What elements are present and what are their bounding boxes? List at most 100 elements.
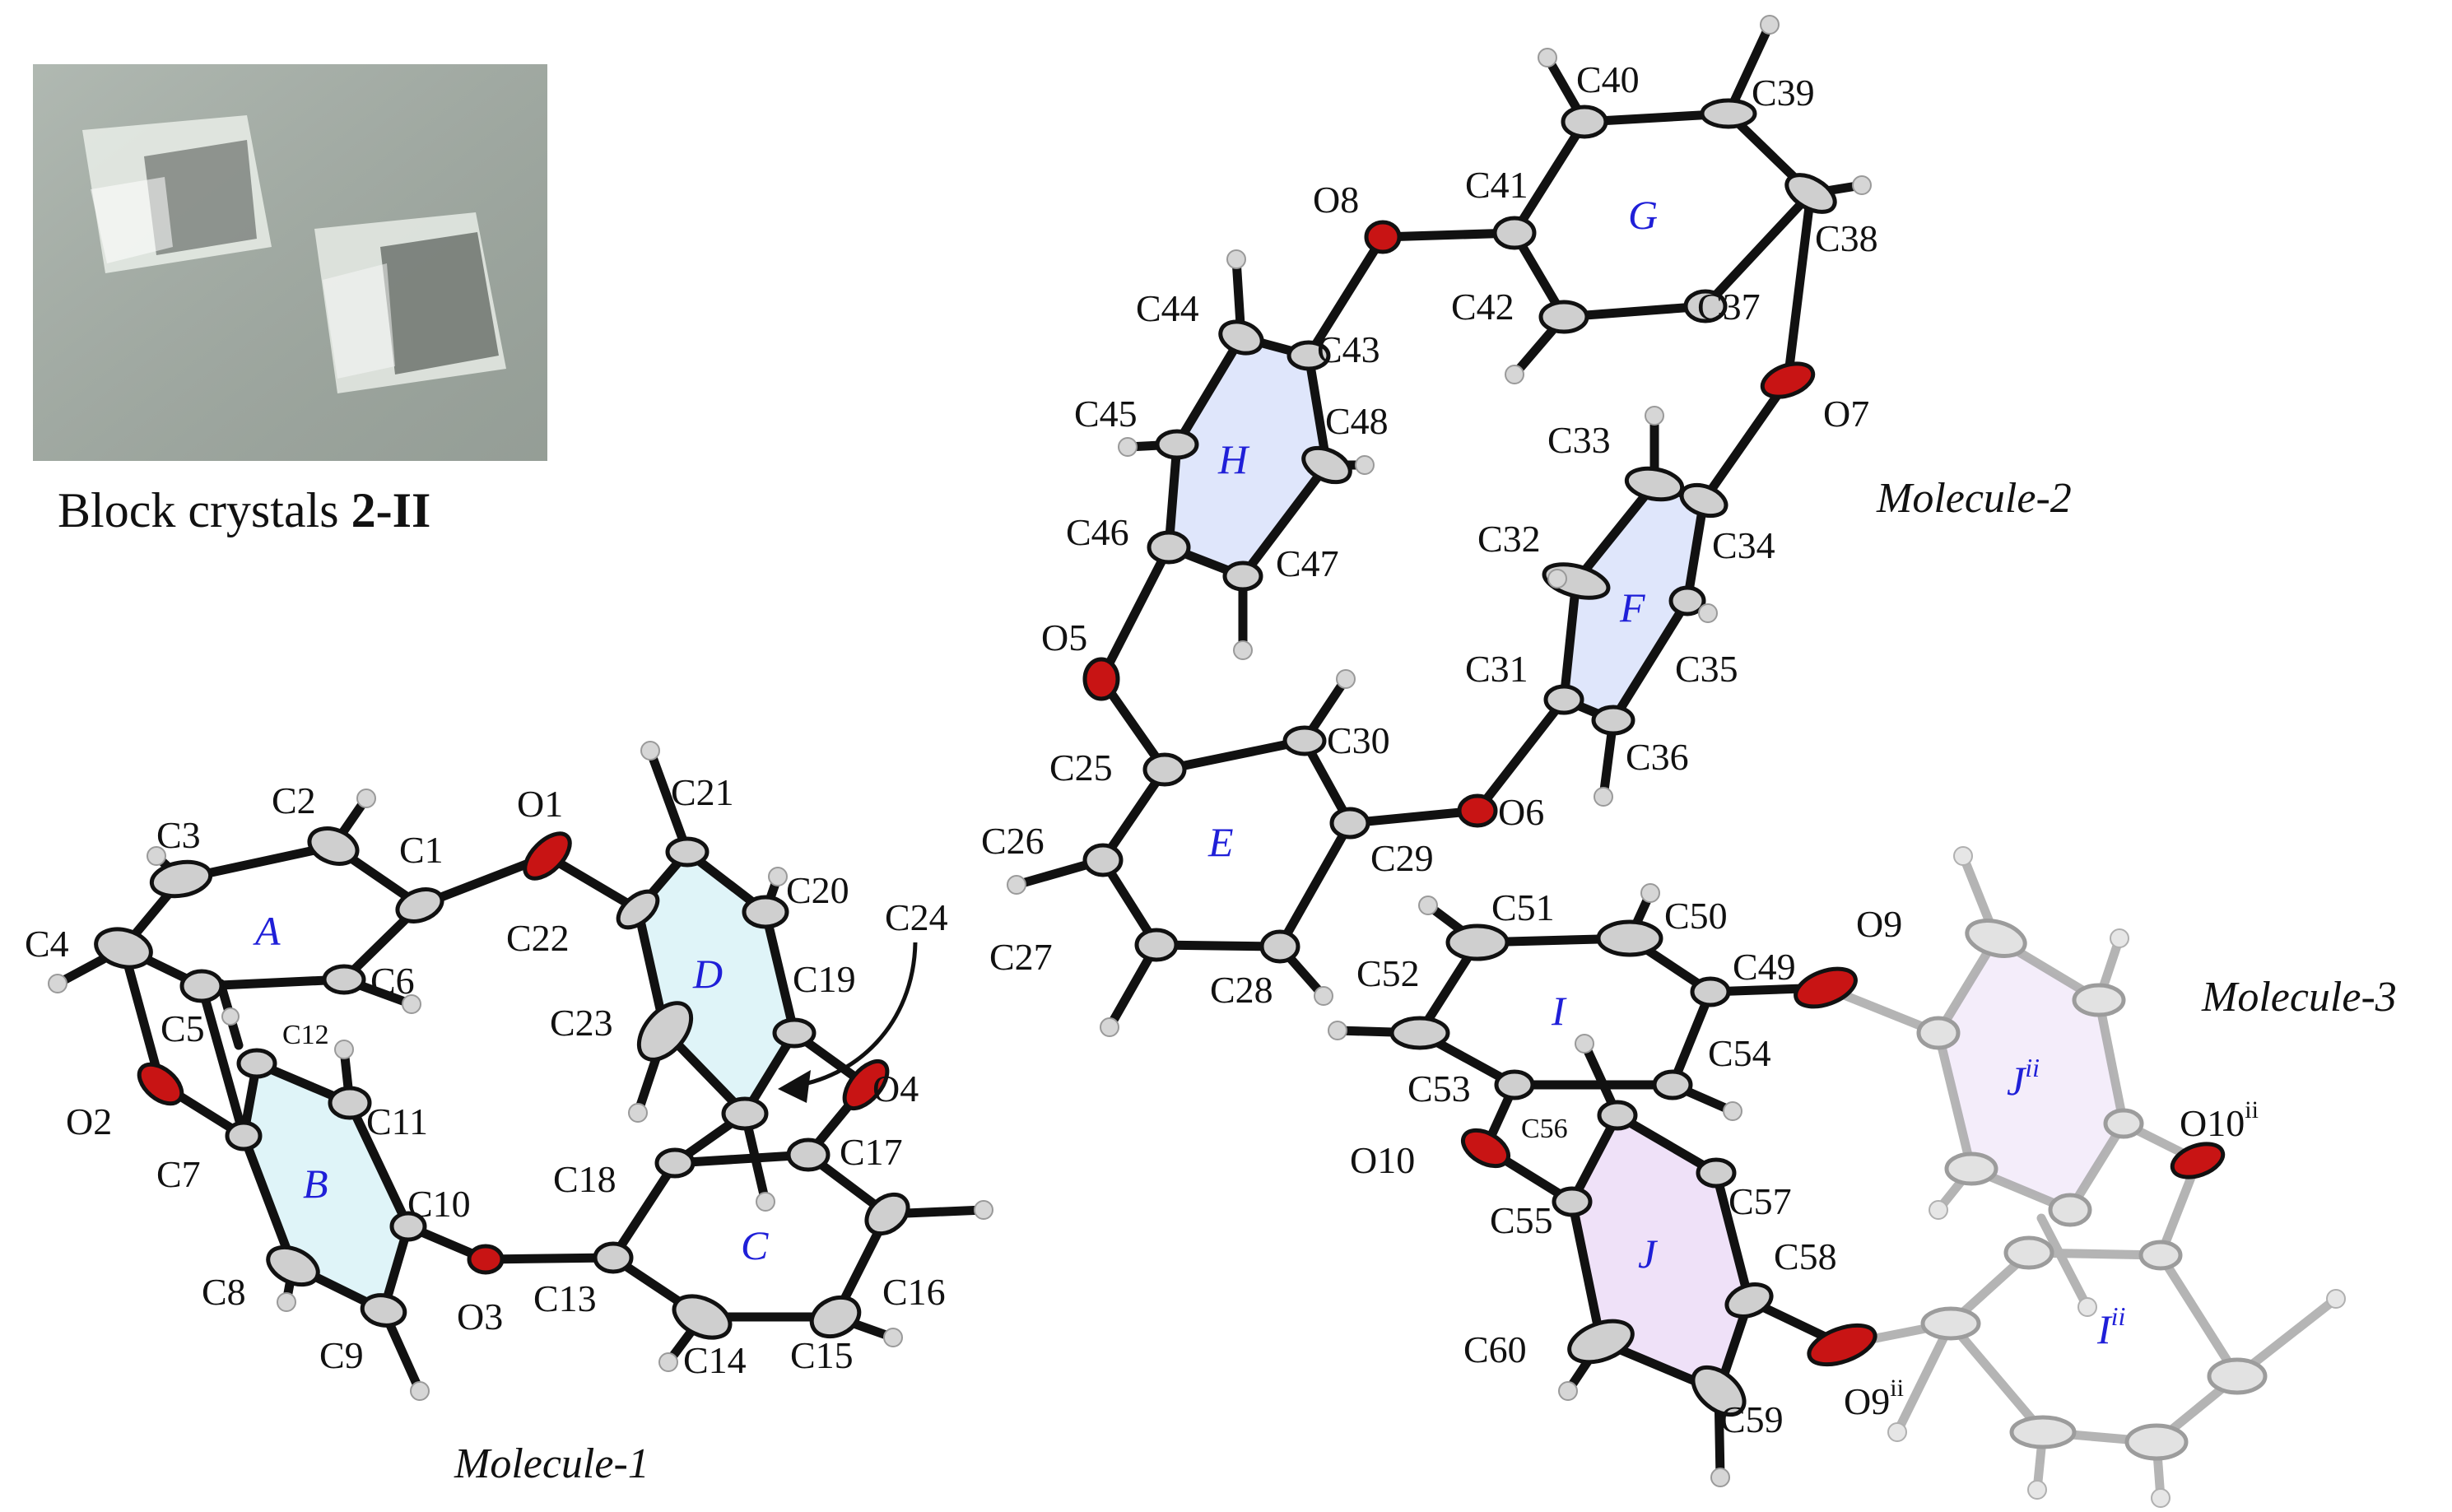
ring-label-d: D (692, 951, 723, 997)
atom-label: C20 (786, 869, 849, 911)
molecule-1-label: Molecule-1 (454, 1440, 649, 1487)
atom-label: C59 (1720, 1398, 1784, 1440)
atom-label: O1 (517, 783, 563, 825)
atom-label: C36 (1626, 736, 1689, 778)
ring-label-b: B (303, 1161, 328, 1207)
ring-label-h: H (1217, 436, 1250, 482)
ring-label-f: F (1619, 584, 1645, 630)
atom-label: C39 (1752, 72, 1815, 114)
atom-label: O7 (1823, 393, 1869, 435)
atom-label: C47 (1276, 542, 1339, 584)
atom-label: C19 (793, 958, 856, 1000)
atom-label: C29 (1370, 837, 1434, 879)
atom-label: C3 (156, 814, 201, 856)
atom-label: C34 (1712, 524, 1775, 566)
atom-label: C43 (1317, 328, 1380, 370)
atom-label: O9 (1856, 903, 1902, 945)
ring-label-g: G (1628, 192, 1658, 238)
atom-label: C16 (882, 1271, 946, 1313)
atom-label: C57 (1728, 1180, 1792, 1222)
atom-label: C18 (553, 1158, 616, 1200)
molecule-2-label: Molecule-2 (1876, 475, 2072, 522)
atom-label: C28 (1210, 969, 1273, 1011)
atom-label: C24 (885, 896, 948, 938)
atoms-oxygen (137, 220, 2226, 1367)
molecule-labels: Molecule-1 Molecule-2 Molecule-3 (454, 475, 2397, 1487)
atom-label: C7 (156, 1153, 201, 1195)
atom-label: C60 (1463, 1328, 1527, 1370)
atom-label: C58 (1774, 1235, 1837, 1277)
atom-label: O3 (457, 1296, 503, 1338)
atom-label: C44 (1136, 287, 1199, 329)
atom-label: C12 (282, 1020, 329, 1050)
atom-label: C52 (1356, 952, 1420, 994)
atom-label: C26 (981, 820, 1045, 862)
atom-label: C10 (407, 1183, 471, 1225)
photo-caption: Block crystals 2-II (58, 483, 430, 537)
ring-b-fill (244, 1063, 408, 1310)
atom-label: C4 (25, 923, 69, 965)
atom-label: C53 (1407, 1068, 1471, 1110)
atom-label: C56 (1521, 1114, 1568, 1144)
atom-label: C45 (1074, 393, 1138, 435)
atom-label: C49 (1733, 946, 1796, 988)
atom-label: O9ii (1844, 1375, 1904, 1422)
atom-label: C2 (272, 779, 316, 821)
atom-label: C48 (1325, 400, 1389, 442)
atom-label: C27 (989, 936, 1053, 978)
atoms-symmetry (1916, 919, 2268, 1461)
atom-label: O8 (1313, 179, 1359, 221)
atom-label: C5 (161, 1007, 205, 1049)
atom-label: C51 (1491, 886, 1555, 928)
atom-label: C30 (1327, 719, 1390, 761)
atom-label: O6 (1498, 791, 1544, 833)
atom-label: C14 (683, 1339, 747, 1381)
ring-label-e: E (1207, 819, 1234, 865)
ring-label-j: J (1638, 1231, 1659, 1277)
ring-label-a: A (253, 908, 281, 954)
atom-label: C6 (370, 960, 415, 1002)
atom-label: C9 (319, 1334, 364, 1376)
ring-label-iii: Iii (2096, 1301, 2125, 1352)
ring-label-c: C (741, 1222, 769, 1268)
molecule-3-label: Molecule-3 (2201, 974, 2397, 1021)
atom-label: C50 (1664, 895, 1728, 937)
crystal-photo: Block crystals 2-II (33, 64, 547, 537)
atom-label: C23 (550, 1002, 613, 1044)
atom-label: C38 (1815, 217, 1878, 259)
atom-label: O4 (872, 1068, 919, 1110)
ring-label-i: I (1551, 988, 1567, 1034)
atoms-hydrogen (48, 15, 1872, 1487)
atom-label: C25 (1049, 747, 1113, 789)
atom-label: C21 (671, 771, 734, 813)
atom-label: C46 (1066, 511, 1129, 553)
atom-label: C22 (506, 917, 570, 959)
atom-label: C55 (1490, 1199, 1553, 1241)
atom-label: C32 (1477, 518, 1541, 560)
atom-label: C31 (1465, 648, 1528, 690)
atom-label: C35 (1675, 648, 1738, 690)
ring-f-fill (1564, 484, 1704, 720)
atom-label: O10 (1350, 1139, 1415, 1181)
atom-labels: C2 C3 C1 C4 C5 C6 C12 O2 C11 C7 C10 C8 C… (25, 58, 2259, 1440)
atom-label: C15 (790, 1334, 854, 1376)
atom-label: C13 (533, 1277, 597, 1319)
atom-label: C37 (1697, 286, 1761, 328)
atom-label: C11 (366, 1100, 428, 1142)
atoms-hydrogen-symmetry (1887, 846, 2346, 1508)
atom-label: O2 (66, 1100, 112, 1142)
atom-label: C54 (1708, 1032, 1771, 1074)
atom-label: C8 (202, 1271, 246, 1313)
atom-label: C17 (840, 1131, 903, 1173)
atom-label: C33 (1547, 419, 1611, 461)
c24-pointer-arrow (778, 942, 918, 1103)
atom-label: C1 (399, 829, 444, 871)
atom-label: C40 (1576, 58, 1640, 100)
ring-label-jii: Jii (2007, 1053, 2040, 1104)
ring-labels: A B C D E F G H I J Jii Iii (253, 192, 2125, 1352)
atom-label: C41 (1465, 164, 1528, 206)
atoms-carbon (94, 98, 1837, 1417)
atom-label: O5 (1041, 616, 1087, 658)
atom-label: O10ii (2180, 1096, 2259, 1144)
